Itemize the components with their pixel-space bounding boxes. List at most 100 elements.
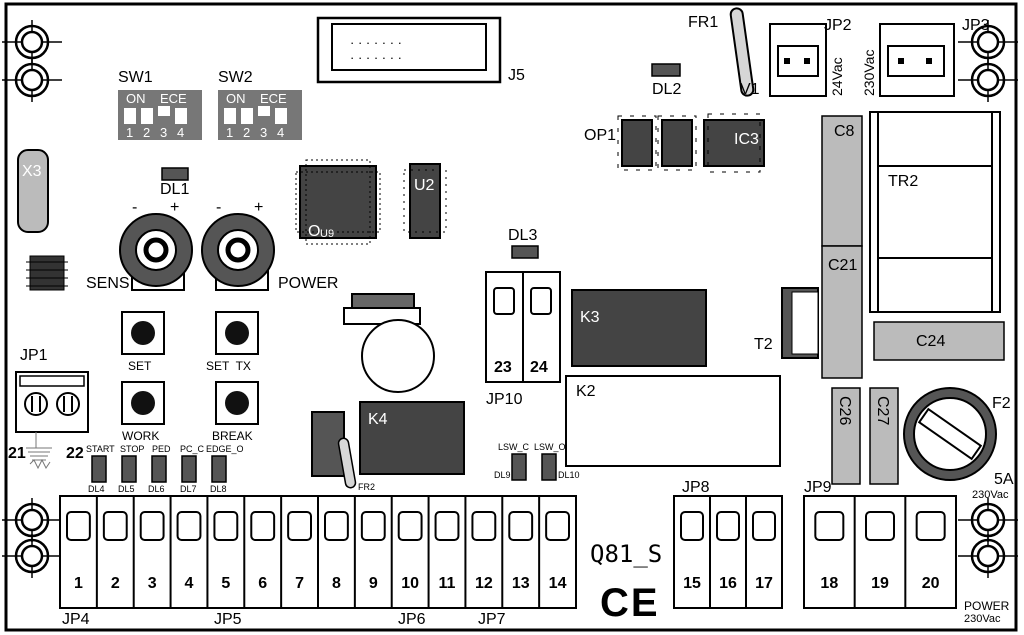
sw2-num-4: 4 (277, 125, 284, 140)
terminal-17: 17 (745, 496, 776, 608)
dl6-led (151, 455, 167, 483)
terminal-18-label: 18 (820, 575, 838, 592)
jp3-voltage-label: 230Vac (861, 50, 877, 96)
terminal-4: 4 (169, 496, 202, 608)
terminal-20-label: 20 (922, 575, 940, 592)
dl1-label: DL1 (160, 181, 189, 198)
terminal-7-label: 7 (295, 575, 304, 592)
x3-crystal: X3 (17, 149, 49, 233)
break-button[interactable]: BREAK (212, 381, 259, 443)
regulator-component (343, 293, 435, 393)
dl3-led (511, 245, 539, 259)
terminal-20: 20 (904, 496, 946, 608)
jp3-connector: JP3 230Vac (861, 17, 990, 97)
terminal-block-jp9: 18 19 20 (803, 495, 957, 609)
hole-bottom-right-1 (958, 498, 1018, 542)
dl10-led (541, 453, 557, 481)
hole-bottom-right-2 (958, 534, 1018, 578)
sw1-num-1: 1 (126, 125, 133, 140)
terminal-15-label: 15 (683, 575, 701, 592)
hole-bottom-left-2 (2, 534, 62, 578)
power-plus: + (254, 199, 263, 216)
jp1-pin-22: 22 (66, 445, 84, 462)
sw1-ece-label: ECE (160, 91, 187, 106)
fr1-component: FR1 V1 (688, 7, 760, 98)
work-button[interactable]: WORK (121, 381, 165, 443)
dl4-label: DL4 (88, 484, 105, 494)
sens-label: SENS (86, 275, 130, 292)
terminal-1: 1 (66, 511, 91, 592)
c24-label: C24 (916, 333, 945, 350)
set-button[interactable]: SET (121, 311, 165, 373)
sw1-label: SW1 (118, 69, 153, 86)
dl1-led (161, 167, 189, 181)
terminal-10-label: 10 (401, 575, 419, 592)
dl5-led (121, 455, 137, 483)
jp4-label: JP4 (62, 611, 90, 628)
hole-bottom-left-1 (2, 498, 62, 542)
model-label: Q81_S (590, 540, 662, 568)
c21-capacitor (821, 245, 863, 379)
jp1-label: JP1 (20, 347, 48, 364)
hole-top-left-1 (2, 20, 62, 64)
j5-connector: · · · · · · · · · · · · · · J5 (316, 16, 525, 84)
power-minus: - (216, 199, 221, 216)
terminal-16: 16 (709, 496, 740, 608)
terminal-3-label: 3 (148, 575, 157, 592)
sw1-on-label: ON (126, 91, 146, 106)
sw1-dip-switch: SW1 ON ECE 1 2 3 4 (118, 69, 202, 140)
terminal-12-label: 12 (475, 575, 493, 592)
terminal-4-label: 4 (185, 575, 194, 592)
terminal-14: 14 (538, 496, 571, 608)
jp10-label: JP10 (486, 391, 523, 408)
terminal-18: 18 (814, 511, 845, 592)
jp6-label: JP6 (398, 611, 426, 628)
lsw-o-label: LSW_O (534, 442, 566, 452)
jp5-label: JP5 (214, 611, 242, 628)
c27-label: C27 (874, 396, 891, 425)
terminal-1-label: 1 (74, 575, 83, 592)
fr1-label: FR1 (688, 14, 718, 31)
dl7-label: DL7 (180, 484, 197, 494)
set-tx-button[interactable]: SET TX (206, 311, 259, 373)
power-potentiometer: - + POWER (201, 199, 338, 292)
edge-o-label: EDGE_O (206, 444, 244, 454)
terminal-16-label: 16 (719, 575, 737, 592)
fr2-label: FR2 (358, 482, 375, 492)
terminal-19-label: 19 (871, 575, 889, 592)
k4-relay (359, 401, 465, 475)
terminal-13: 13 (501, 496, 534, 608)
svg-text:· · · · · · ·: · · · · · · · (350, 35, 402, 50)
terminal-11-label: 11 (439, 575, 456, 592)
terminal-11: 11 (427, 496, 460, 608)
jp1-terminal: JP1 21 22 (8, 347, 89, 470)
dl8-label: DL8 (210, 484, 227, 494)
jp1-pin-21: 21 (8, 445, 26, 462)
op1-label: OP1 (584, 127, 616, 144)
svg-text:O: O (308, 223, 320, 240)
jp7-label: JP7 (478, 611, 506, 628)
terminal-17-label: 17 (755, 575, 773, 592)
u9-chip: O U9 (295, 159, 381, 245)
terminal-6: 6 (243, 496, 276, 608)
pc-c-label: PC_C (180, 444, 205, 454)
u9-label: U9 (320, 228, 334, 240)
limit-switch-leds: LSW_C LSW_O DL9 DL10 (494, 442, 580, 481)
c26-capacitor (831, 387, 861, 485)
terminal-8: 8 (317, 496, 349, 608)
terminal-15: 15 (680, 511, 704, 592)
terminal-10: 10 (390, 496, 423, 608)
dl3-label: DL3 (508, 227, 537, 244)
power-label: POWER (278, 275, 338, 292)
x3-label: X3 (22, 163, 42, 180)
stop-label: STOP (120, 444, 144, 454)
dl9-label: DL9 (494, 470, 511, 480)
u2-label: U2 (414, 177, 435, 194)
mounting-holes (2, 20, 1018, 578)
dl4-led (91, 455, 107, 483)
sens-potentiometer: - + SENS (86, 199, 193, 292)
terminal-7: 7 (280, 496, 312, 608)
terminal-12: 12 (464, 496, 497, 608)
jp8-label: JP8 (682, 479, 710, 496)
